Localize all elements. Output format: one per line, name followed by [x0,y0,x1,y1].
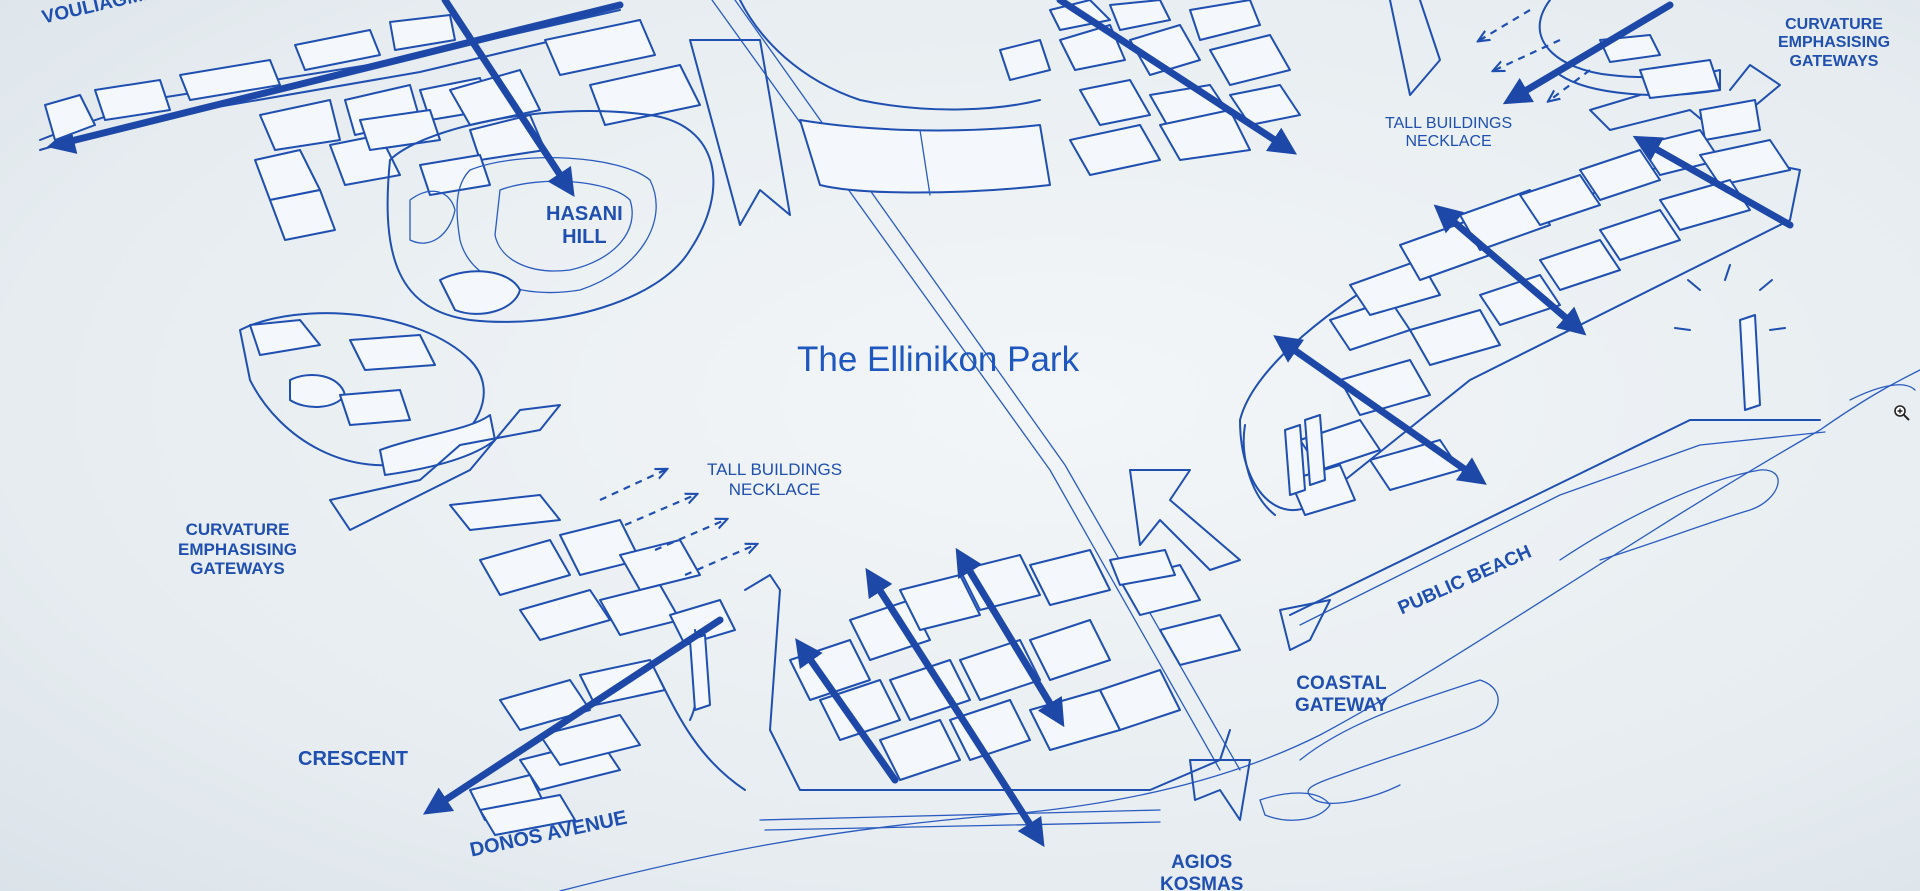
curvature-gateways-left-label: CURVATURE EMPHASISING GATEWAYS [178,520,298,579]
crescent-label: CRESCENT [298,748,409,770]
tall-buildings-necklace-mid-label: TALL BUILDINGS NECKLACE [707,460,843,499]
north-central-district [689,0,1301,226]
zoom-in-icon-glyph [1894,405,1910,421]
coastline [559,369,1920,891]
north-east-district [1389,0,1781,141]
hasani-hill-label: HASANI HILL [546,203,623,248]
hasani-hill [386,0,715,323]
agios-kosmas-label: AGIOS KOSMAS [1160,852,1244,891]
public-beach-strip [1289,419,1826,626]
vouliagmenis-avenue [39,1,641,154]
zoom-in-icon[interactable] [1893,404,1911,426]
tall-buildings-necklace-top-label: TALL BUILDINGS NECKLACE [1385,115,1513,151]
east-district [1239,129,1801,516]
west-gateway-district [239,312,561,531]
south-central-district [659,469,1331,848]
north-west-district [44,14,701,241]
coastal-gateway-label: COASTAL GATEWAY [1295,673,1388,716]
curvature-gateways-top-label: CURVATURE EMPHASISING GATEWAYS [1778,16,1891,70]
crescent-district [422,470,755,836]
park-title: The Ellinikon Park [797,340,1080,379]
